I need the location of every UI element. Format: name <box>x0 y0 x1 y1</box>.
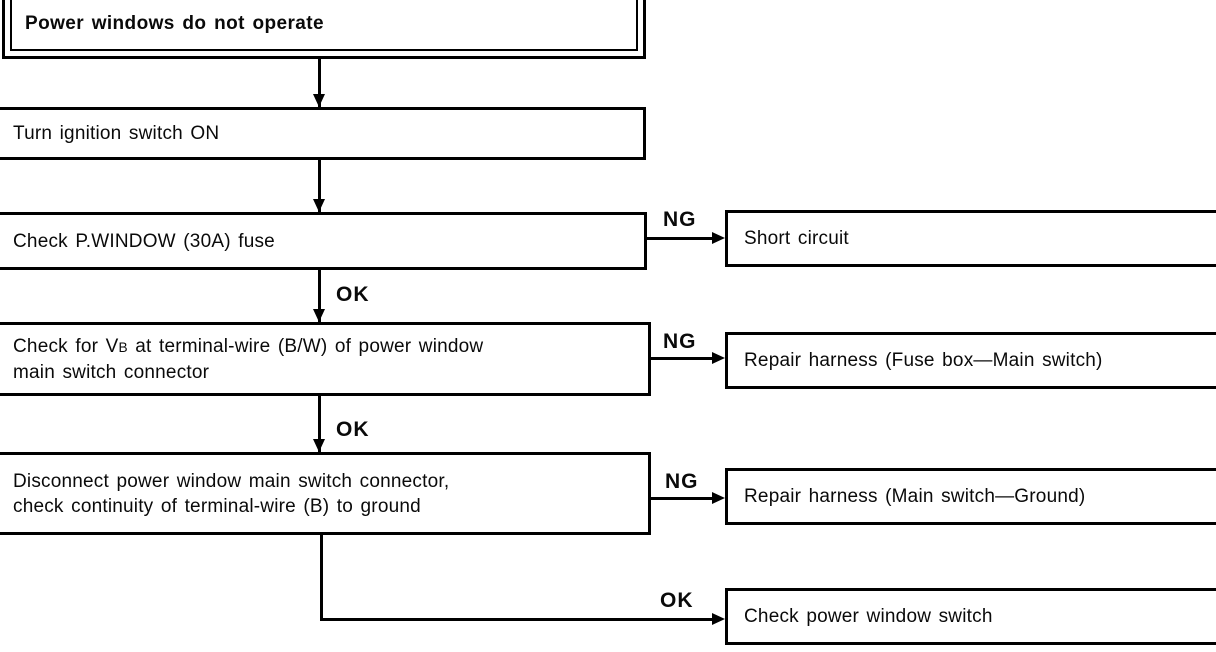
connector-ng-to-repair-main-ground <box>650 497 714 500</box>
step-label-check-fuse: Check P.WINDOW (30A) fuse <box>13 230 275 252</box>
vb-text-pre: Check for V <box>13 335 119 357</box>
step-box-check-continuity: Disconnect power window main switch conn… <box>0 452 651 535</box>
result-box-short-circuit: Short circuit <box>725 210 1216 267</box>
arrowhead-right-to-repair-main-ground <box>712 492 725 504</box>
step-label-check-vb-line2: main switch connector <box>13 361 210 383</box>
arrowhead-down-to-vb <box>313 309 325 322</box>
result-label-check-power-window-switch: Check power window switch <box>744 606 993 627</box>
ng-label-vb: NG <box>663 330 697 353</box>
start-box-label: Power windows do not operate <box>25 12 324 34</box>
ok-label-fuse: OK <box>336 283 370 306</box>
connector-ignition-to-fuse <box>318 160 321 212</box>
ok-label-vb: OK <box>336 418 370 441</box>
step-label-check-vb-line1: Check for VB at terminal-wire (B/W) of p… <box>13 334 648 360</box>
step-label-check-continuity-line2: check continuity of terminal-wire (B) to… <box>13 495 421 517</box>
arrowhead-down-to-continuity <box>313 439 325 452</box>
connector-continuity-down <box>320 535 323 621</box>
ng-label-fuse: NG <box>663 208 697 231</box>
step-box-check-vb: Check for VB at terminal-wire (B/W) of p… <box>0 322 651 396</box>
step-box-check-fuse: Check P.WINDOW (30A) fuse <box>0 212 647 270</box>
result-label-repair-main-ground: Repair harness (Main switch—Ground) <box>744 486 1086 507</box>
result-box-repair-fuse-main: Repair harness (Fuse box—Main switch) <box>725 332 1216 389</box>
start-box-inner-border: Power windows do not operate <box>10 0 638 51</box>
arrowhead-right-to-repair-fuse-main <box>712 352 725 364</box>
arrowhead-right-to-check-switch <box>712 613 725 625</box>
connector-ok-to-check-switch <box>320 618 714 621</box>
connector-fuse-to-vb <box>318 270 321 322</box>
arrowhead-right-to-short-circuit <box>712 232 725 244</box>
step-label-turn-ignition: Turn ignition switch ON <box>13 123 220 144</box>
connector-vb-to-continuity <box>318 396 321 452</box>
ng-label-continuity: NG <box>665 470 699 493</box>
connector-ng-to-short-circuit <box>646 237 714 240</box>
connector-start-to-ignition <box>318 59 321 107</box>
step-label-check-continuity-line1: Disconnect power window main switch conn… <box>13 470 450 492</box>
connector-ng-to-repair-fuse-main <box>650 357 714 360</box>
start-box: Power windows do not operate <box>2 0 646 59</box>
vb-text-post: at terminal-wire (B/W) of power window <box>127 335 484 357</box>
arrowhead-down-to-ignition <box>313 94 325 107</box>
result-label-short-circuit: Short circuit <box>744 228 849 249</box>
vb-subscript: B <box>118 339 128 355</box>
step-box-turn-ignition: Turn ignition switch ON <box>0 107 646 160</box>
result-box-check-power-window-switch: Check power window switch <box>725 588 1216 645</box>
ok-label-continuity: OK <box>660 589 694 612</box>
result-label-repair-fuse-main: Repair harness (Fuse box—Main switch) <box>744 350 1103 371</box>
result-box-repair-main-ground: Repair harness (Main switch—Ground) <box>725 468 1216 525</box>
arrowhead-down-to-fuse <box>313 199 325 212</box>
